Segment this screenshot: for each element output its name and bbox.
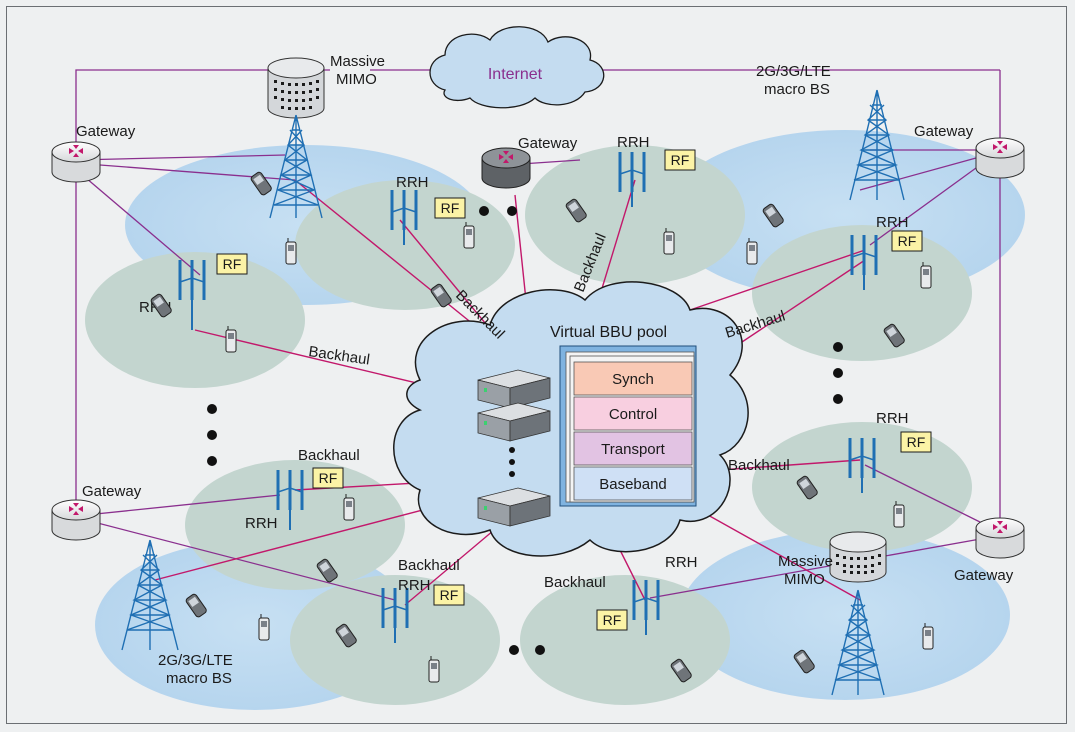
mimo-bottom-label-1: Massive — [778, 553, 833, 570]
layer-synch-label: Synch — [612, 371, 654, 388]
rf-box: RF — [216, 253, 248, 275]
gateway-label-top-right: Gateway — [914, 123, 974, 140]
tower-icon — [121, 539, 179, 651]
rf-box: RF — [891, 230, 923, 252]
gateway-label-top-center: Gateway — [518, 135, 578, 152]
cell-rrh-top-right-mid — [525, 145, 745, 285]
macro-top-label-1: 2G/3G/LTE — [756, 63, 831, 80]
pool-title: Virtual BBU pool — [550, 324, 667, 341]
rf-box: RF — [596, 609, 628, 631]
tower-icon — [849, 89, 905, 201]
gateway-label-bottom-left: Gateway — [82, 483, 142, 500]
tower-icon — [269, 114, 323, 219]
mimo-bottom-label-2: MIMO — [784, 571, 825, 588]
rf-boxes: RF RF RF RF RF RF RF RF — [216, 149, 932, 631]
svg-text:RF: RF — [223, 256, 242, 272]
svg-text:RF: RF — [671, 152, 690, 168]
backhaul-label: Backhaul — [398, 557, 460, 574]
layer-control — [573, 396, 693, 431]
cell-rrh-mid-left — [185, 460, 405, 590]
cell-rrh-right — [752, 225, 972, 361]
macro-bottom-label-2: macro BS — [166, 670, 232, 687]
layer-synch — [573, 361, 693, 396]
backhaul-label: Backhaul — [728, 457, 790, 474]
rrh-label: RRH — [665, 554, 698, 571]
internet-label: Internet — [488, 66, 543, 83]
mimo-icon — [829, 531, 887, 583]
cell-rrh-left — [85, 252, 305, 388]
layer-baseband-label: Baseband — [599, 476, 667, 493]
svg-text:RF: RF — [907, 434, 926, 450]
layer-baseband — [573, 466, 693, 501]
gateway-links — [75, 69, 1001, 601]
antenna-icon — [178, 152, 878, 643]
svg-text:RF: RF — [898, 233, 917, 249]
tower-icon — [831, 589, 885, 696]
svg-text:RF: RF — [440, 587, 459, 603]
rf-box: RF — [312, 467, 344, 489]
gateway-label-bottom-right: Gateway — [954, 567, 1014, 584]
backhaul-label: Backhaul — [723, 308, 787, 342]
rrh-label: RRH — [876, 410, 909, 427]
cloud-icon: Internet — [429, 26, 605, 109]
cell-rrh-bottom-right-mid — [520, 575, 730, 705]
rrh-label: RRH — [245, 515, 278, 532]
macro-bottom-label-1: 2G/3G/LTE — [158, 652, 233, 669]
layer-transport — [573, 431, 693, 466]
svg-text:RF: RF — [603, 612, 622, 628]
cell-macro-bottom-right — [680, 530, 1010, 700]
backhaul-label: Backhaul — [544, 574, 606, 591]
phone-icon — [150, 171, 934, 683]
svg-text:RF: RF — [441, 200, 460, 216]
ellipsis-dots — [207, 206, 843, 655]
mimo-icon — [267, 57, 325, 119]
bbu-pool-stack: Synch Control Transport Baseband — [559, 345, 697, 507]
rf-box: RF — [433, 584, 465, 606]
macro-top-label-2: macro BS — [764, 81, 830, 98]
gateway-label-top-left: Gateway — [76, 123, 136, 140]
rrh-label: RRH — [876, 214, 909, 231]
layer-control-label: Control — [609, 406, 657, 423]
svg-text:RF: RF — [319, 470, 338, 486]
rf-box: RF — [900, 431, 932, 453]
router-icon — [51, 137, 1025, 559]
rrh-label: RRH — [617, 134, 650, 151]
mimo-top-label-2: MIMO — [336, 71, 377, 88]
layer-transport-label: Transport — [601, 441, 665, 458]
server-icon — [477, 369, 551, 527]
rrh-label: RRH — [398, 577, 431, 594]
rrh-label: RRH — [396, 174, 429, 191]
backhaul-label: Backhaul — [298, 447, 360, 464]
rf-box: RF — [664, 149, 696, 171]
mimo-top-label-1: Massive — [330, 53, 385, 70]
rf-box: RF — [434, 197, 466, 219]
